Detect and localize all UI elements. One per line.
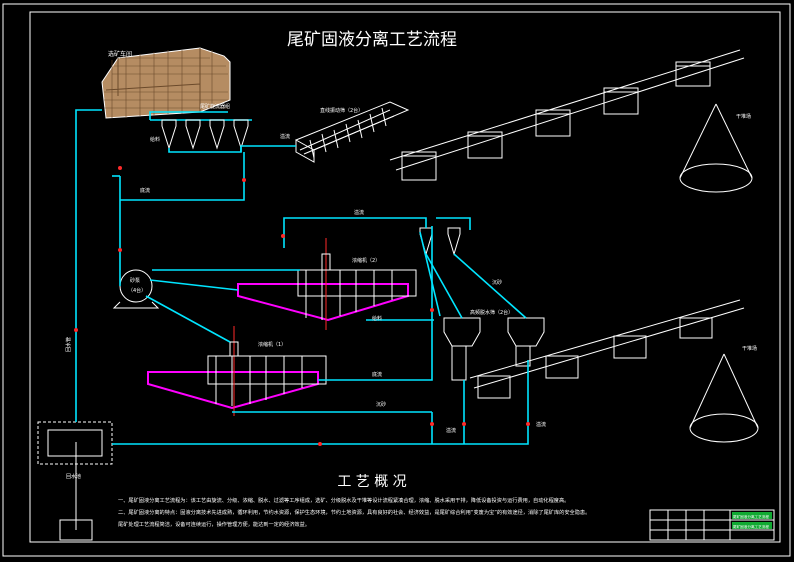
tag-overflow-b: 溢流 (354, 209, 364, 216)
tag-sand-b: 沉砂 (492, 279, 502, 286)
summary-line-2: 二、尾矿固液分离的特点：固液分离技术先进成熟，循环利用，节约水资源，保护生态环境… (118, 508, 590, 516)
conveyor-upper (389, 49, 745, 181)
dry-pile-2 (689, 353, 759, 443)
screen-label: 直线振动筛（2台） (320, 107, 363, 114)
pile2-label: 干堆场 (742, 345, 757, 352)
tag-sand-a: 沉砂 (376, 401, 386, 408)
sump-label: 回水池 (66, 473, 81, 480)
tag-backwater: 回水管 (65, 337, 72, 352)
summary-line-1: 一、尾矿固液分离工艺流程为：该工艺由旋流、分级、浓缩、脱水、过滤等工序组成，选矿… (118, 496, 569, 504)
water-sump (37, 421, 113, 541)
tag-underflow-b: 底流 (372, 371, 382, 378)
dewater-screens (443, 317, 545, 381)
tag-overflow-c: 溢流 (446, 427, 456, 434)
cyclone-label: 尾矿旋流器组 (200, 103, 230, 110)
thickener2-label: 浓缩机（2） (352, 257, 380, 264)
thickener-1 (147, 326, 327, 416)
title-block-row1: 尾矿固液分离工艺流程 (733, 514, 769, 519)
secondary-cyclones (419, 227, 461, 256)
cyclone-tag: 给料 (150, 136, 160, 143)
plant-building (101, 47, 231, 119)
summary-heading: 工 艺 概 况 (337, 474, 406, 490)
tag-overflow-a: 溢流 (280, 133, 290, 140)
valve-dots (74, 166, 530, 446)
title-block (649, 509, 775, 541)
pile1-label: 干堆场 (736, 113, 751, 120)
tag-underflow-a: 底流 (140, 187, 150, 194)
piping (75, 109, 529, 445)
title-block-row2: 尾矿固液分离工艺流程 (733, 524, 769, 529)
cyclone-group (150, 119, 252, 153)
pump-count: （4台） (128, 287, 146, 294)
conveyor-lower (469, 299, 745, 399)
inner-frame (29, 11, 781, 543)
tag-overflow-d: 溢流 (536, 421, 546, 428)
pump-label: 砂泵 (130, 277, 140, 284)
dewater-label: 高频脱水筛（2台） (470, 309, 513, 316)
flow-tags: 溢流 溢流 底流 底流 给料 沉砂 沉砂 溢流 溢流 回水管 (65, 133, 546, 434)
plant-label: 选矿车间 (108, 50, 132, 58)
drawing-title: 尾矿固液分离工艺流程 (287, 30, 457, 50)
thickener-2 (237, 238, 417, 330)
summary-line-3: 尾矿处理工艺流程简洁，设备可连续运行，操作管理方便，能达到一定的经济效益。 (118, 520, 310, 528)
thickener1-label: 浓缩机（1） (258, 341, 286, 348)
dry-pile-1 (679, 103, 753, 193)
outer-frame (2, 3, 791, 557)
tag-feed-a: 给料 (372, 315, 382, 322)
